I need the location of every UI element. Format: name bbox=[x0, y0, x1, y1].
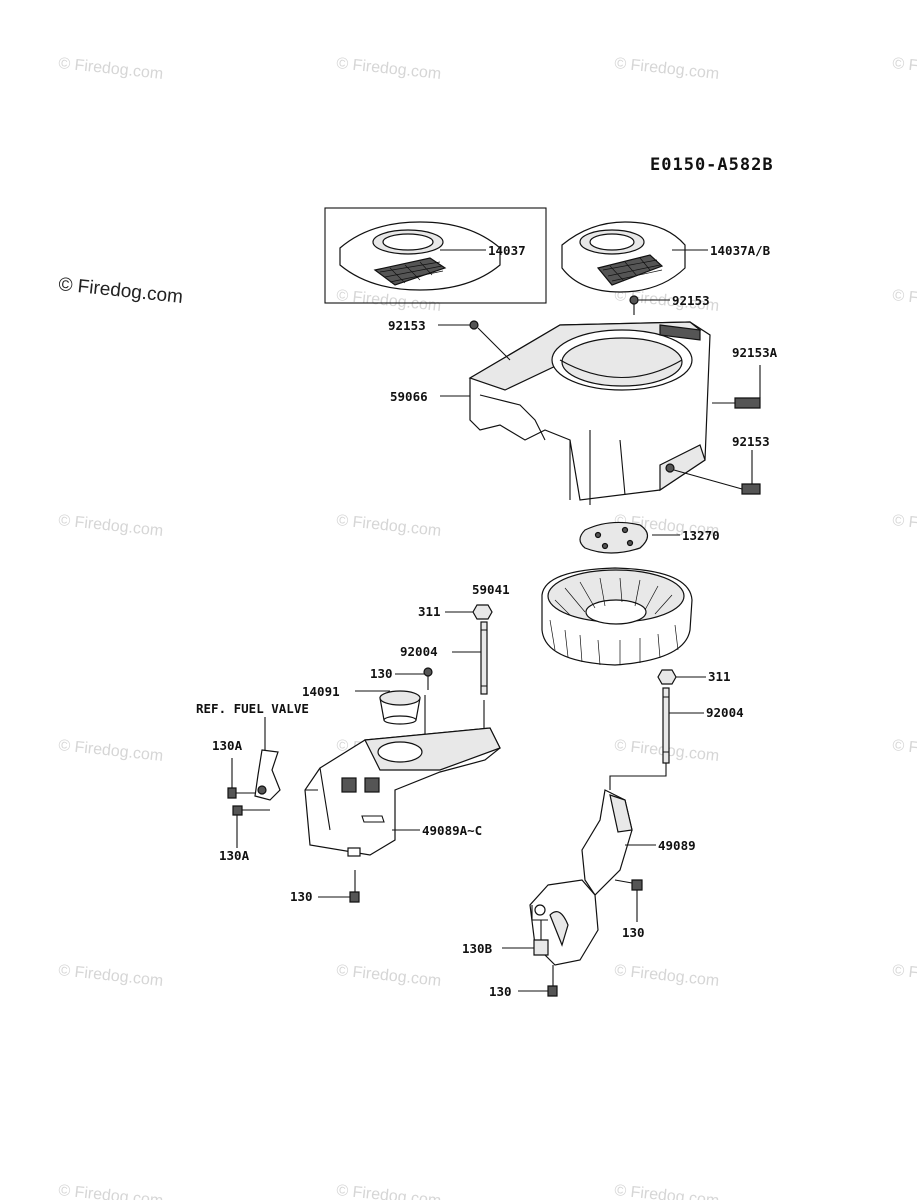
bolt-92153-left bbox=[469, 320, 479, 330]
bolt-92153a bbox=[712, 397, 761, 409]
inset-box bbox=[324, 207, 547, 304]
watermark: © Firedog.com bbox=[336, 512, 442, 540]
label-311-right: 311 bbox=[708, 669, 731, 684]
bolt-130 bbox=[423, 667, 433, 690]
bolt-130-bottom-left bbox=[349, 870, 360, 903]
stud-92004-right bbox=[662, 687, 670, 764]
main-watermark: © Firedog.com bbox=[57, 274, 183, 308]
watermark: © Firedog.com bbox=[336, 55, 442, 83]
leader-line bbox=[609, 763, 667, 790]
label-13270: 13270 bbox=[682, 528, 720, 543]
watermark: © Firedog.com bbox=[58, 737, 164, 765]
label-130a-lower: 130A bbox=[219, 848, 250, 863]
watermark: © Firedog.com bbox=[614, 962, 720, 990]
watermark: © Firedog.com bbox=[58, 1182, 164, 1200]
watermark: © Firedog.com bbox=[892, 287, 917, 315]
label-130a-upper: 130A bbox=[212, 738, 243, 753]
label-92153a: 92153A bbox=[732, 345, 778, 360]
label-130-bottom-left: 130 bbox=[290, 889, 313, 904]
watermark: © Firedog.com bbox=[614, 1182, 720, 1200]
leader-line bbox=[477, 327, 511, 361]
cover-49089a-c bbox=[304, 727, 501, 857]
stud-92004 bbox=[480, 621, 488, 695]
label-130b: 130B bbox=[462, 941, 493, 956]
diagram-code: E0150-A582B bbox=[650, 155, 774, 175]
ref-fuel-valve-label: REF. FUEL VALVE bbox=[196, 701, 309, 716]
label-311-upper: 311 bbox=[418, 604, 441, 619]
bolt-130-right bbox=[614, 879, 643, 891]
blower-housing-59066 bbox=[468, 321, 711, 505]
nut-311 bbox=[472, 604, 493, 620]
watermark: © Firedog.com bbox=[892, 55, 917, 83]
screen-14037 bbox=[339, 221, 501, 291]
bolt-130b bbox=[533, 920, 549, 956]
watermark: © Firedog.com bbox=[58, 55, 164, 83]
screen-14037ab bbox=[561, 221, 686, 293]
watermark: © Firedog.com bbox=[336, 287, 442, 315]
flywheel bbox=[541, 567, 693, 666]
cup-14091 bbox=[379, 690, 421, 725]
label-14037: 14037 bbox=[488, 243, 526, 258]
label-130-right: 130 bbox=[622, 925, 645, 940]
bolt-92153 bbox=[629, 295, 639, 315]
label-92153-top: 92153 bbox=[672, 293, 710, 308]
fuel-valve-bracket bbox=[254, 749, 281, 801]
label-130-bottom: 130 bbox=[489, 984, 512, 999]
watermark: © Firedog.com bbox=[892, 512, 917, 540]
label-92004-upper: 92004 bbox=[400, 644, 438, 659]
plate-13270 bbox=[579, 521, 649, 554]
label-130-center: 130 bbox=[370, 666, 393, 681]
bolt-130-bottom bbox=[547, 965, 558, 997]
label-49089a-c: 49089A~C bbox=[422, 823, 482, 838]
label-14091: 14091 bbox=[302, 684, 340, 699]
label-92153-left: 92153 bbox=[388, 318, 426, 333]
watermark: © Firedog.com bbox=[58, 512, 164, 540]
watermark: © Firedog.com bbox=[336, 1182, 442, 1200]
label-59066: 59066 bbox=[390, 389, 428, 404]
bolt-130a-lower bbox=[232, 805, 270, 816]
watermark: © Firedog.com bbox=[892, 962, 917, 990]
bolt-130a-upper bbox=[227, 787, 256, 799]
watermark: © Firedog.com bbox=[58, 962, 164, 990]
bolt-92153-right bbox=[665, 463, 761, 495]
label-14037ab: 14037A/B bbox=[710, 243, 771, 258]
nut-311-right bbox=[657, 669, 677, 685]
label-92004-right: 92004 bbox=[706, 705, 744, 720]
label-49089: 49089 bbox=[658, 838, 696, 853]
watermark: © Firedog.com bbox=[614, 55, 720, 83]
watermark: © Firedog.com bbox=[336, 962, 442, 990]
watermark: © Firedog.com bbox=[892, 737, 917, 765]
label-59041: 59041 bbox=[472, 582, 510, 597]
cover-49089 bbox=[529, 789, 633, 966]
leader-line bbox=[673, 469, 743, 490]
label-92153-right: 92153 bbox=[732, 434, 770, 449]
